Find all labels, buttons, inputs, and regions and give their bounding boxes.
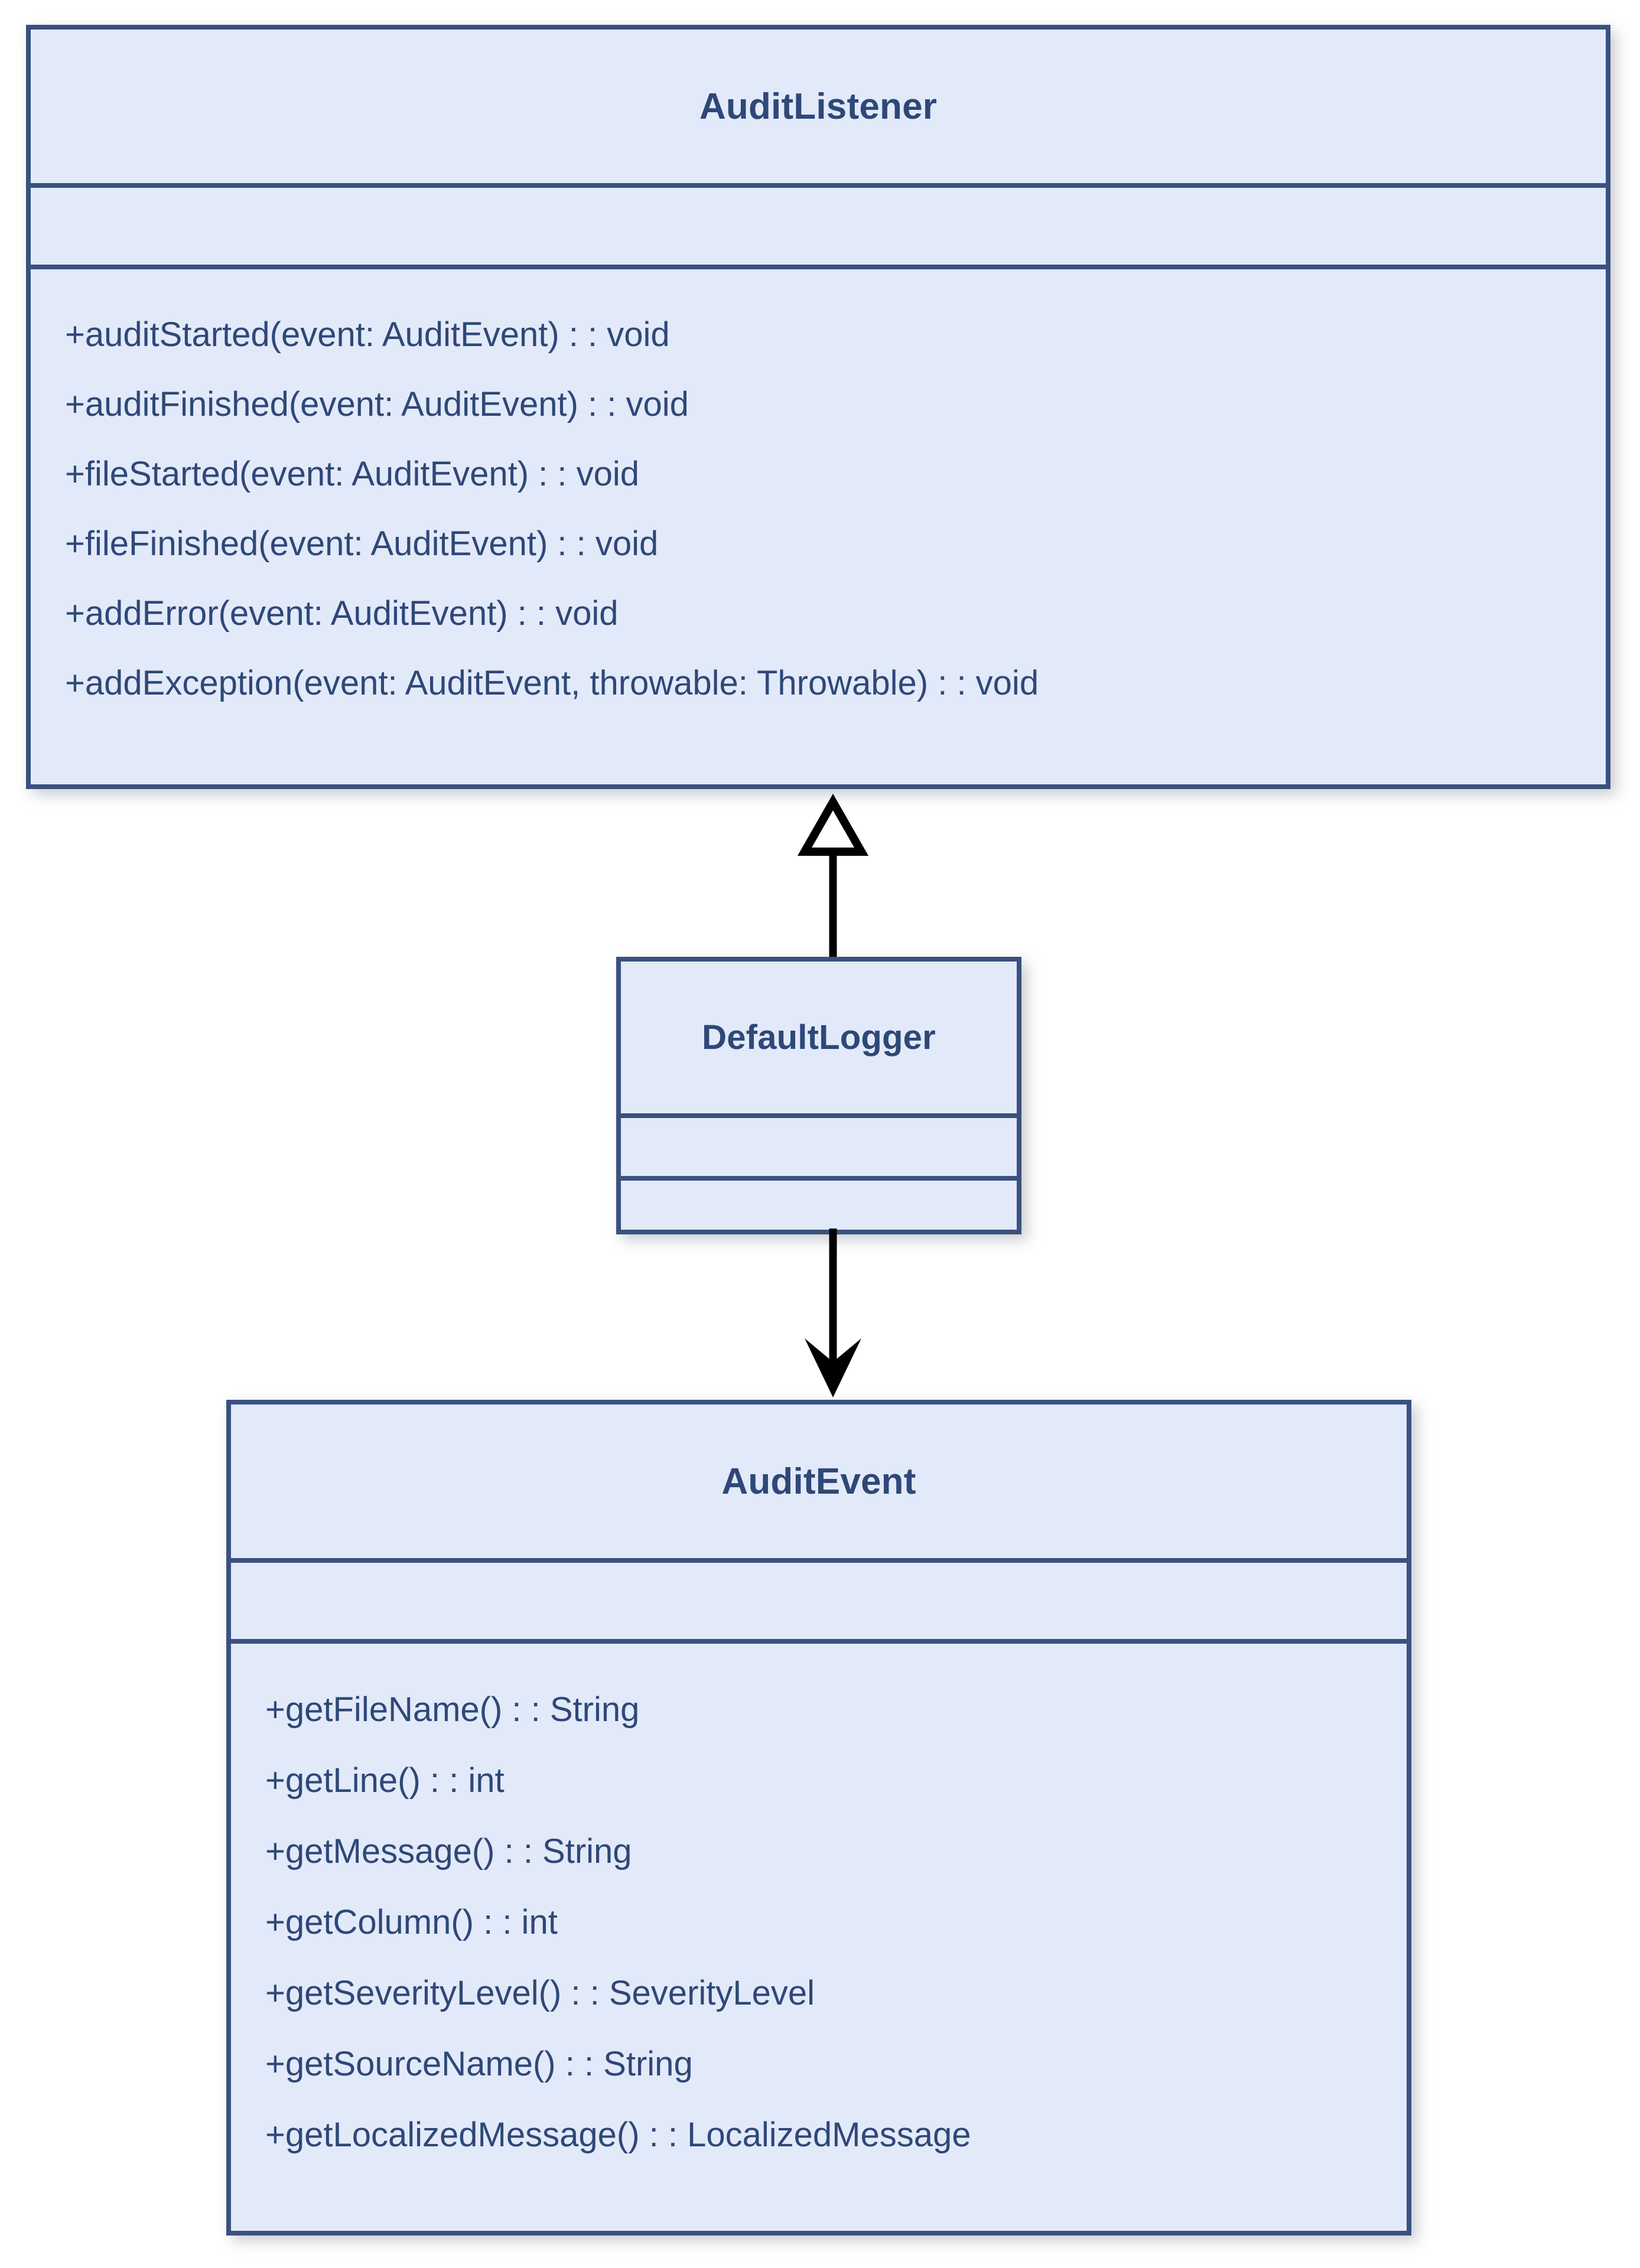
method-item: +auditStarted(event: AuditEvent) : : voi… [65,315,670,354]
class-attributes-compartment-defaultlogger [621,1113,1017,1176]
method-item: +getLine() : : int [265,1761,505,1800]
class-methods-compartment-defaultlogger [621,1176,1017,1230]
method-item: +getLocalizedMessage() : : LocalizedMess… [265,2116,971,2154]
generalization-arrow-defaultlogger-to-auditlistener [797,793,869,963]
method-item: +getSourceName() : : String [265,2045,693,2083]
method-item: +auditFinished(event: AuditEvent) : : vo… [65,385,689,423]
method-item: +addError(event: AuditEvent) : : void [65,594,619,633]
class-title-auditlistener: AuditListener [699,86,938,127]
dependency-arrow-defaultlogger-to-auditevent [805,1228,861,1397]
method-item: +getColumn() : : int [265,1903,558,1941]
class-methods-compartment-auditevent: +getFileName() : : String +getLine() : :… [231,1639,1407,2231]
class-box-defaultlogger[interactable]: DefaultLogger [616,957,1021,1234]
class-methods-compartment-auditlistener: +auditStarted(event: AuditEvent) : : voi… [31,265,1606,784]
class-title-defaultlogger: DefaultLogger [702,1018,936,1057]
class-box-auditlistener[interactable]: AuditListener +auditStarted(event: Audit… [26,25,1610,789]
class-attributes-compartment-auditevent [231,1558,1407,1639]
method-item: +addException(event: AuditEvent, throwab… [65,664,1039,702]
method-item: +fileFinished(event: AuditEvent) : : voi… [65,524,659,563]
method-item: +getFileName() : : String [265,1690,640,1729]
class-title-auditevent: AuditEvent [721,1461,916,1502]
class-box-auditevent[interactable]: AuditEvent +getFileName() : : String +ge… [226,1400,1411,2236]
method-item: +getSeverityLevel() : : SeverityLevel [265,1974,815,2012]
class-attributes-compartment-auditlistener [31,183,1606,265]
method-item: +fileStarted(event: AuditEvent) : : void [65,455,640,493]
method-item: +getMessage() : : String [265,1832,632,1871]
